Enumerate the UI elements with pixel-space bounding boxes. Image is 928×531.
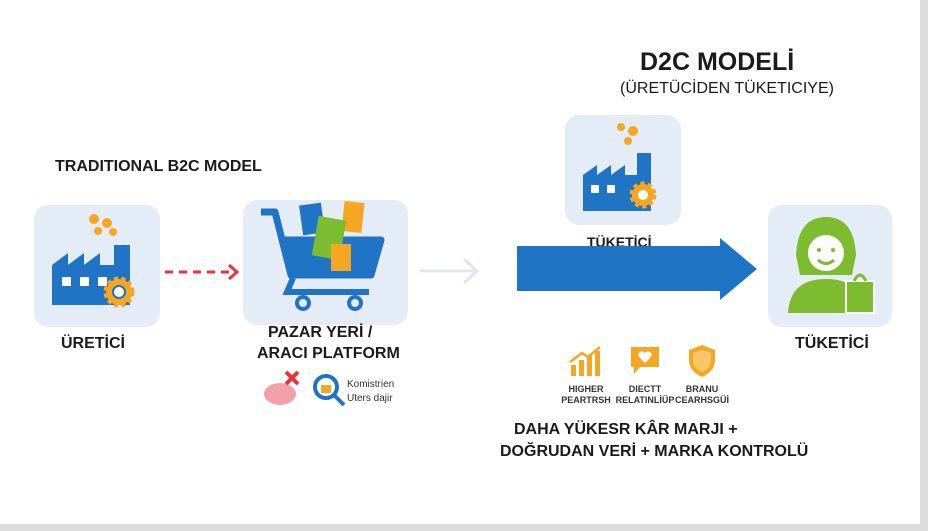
shopping-bag-icon — [845, 280, 875, 314]
factory-icon — [583, 123, 657, 211]
infographic: TRADITIONAL B2C MODEL ÜRETİCİ PAZAR YERİ… — [0, 0, 920, 524]
consumer-label: TÜKETİCİ — [795, 335, 869, 352]
direct-arrow — [517, 238, 757, 300]
heart-chat-icon — [631, 347, 659, 374]
growth-chart-icon — [569, 346, 601, 376]
faint-arrow — [420, 257, 480, 285]
traditional-title: TRADITIONAL B2C MODEL — [55, 158, 262, 175]
consumer-person-icon — [788, 217, 875, 314]
factory-icon — [52, 214, 135, 308]
marketplace-label-2: ARACI PLATFORM — [257, 345, 400, 362]
shopping-cart-icon — [261, 201, 385, 311]
magnifier-lock-icon — [313, 374, 339, 400]
summary-line-2: DOĞRUDAN VERİ + MARKA KONTROLÜ — [500, 443, 809, 460]
dashed-arrow — [165, 263, 240, 281]
producer-box — [34, 205, 160, 327]
piggy-bank-icon — [264, 383, 296, 405]
note-line-2: Uters dajir — [347, 393, 393, 404]
producer-label: ÜRETİCİ — [61, 335, 125, 352]
d2c-title: D2C MODELİ — [640, 48, 795, 76]
x-icon — [284, 370, 300, 386]
shield-icon — [689, 345, 715, 377]
marketplace-label-1: PAZAR YERİ / — [268, 324, 373, 341]
consumer-box — [768, 205, 892, 327]
note-line-1: Komistrien — [347, 379, 395, 390]
summary-line-1: DAHA YÜKESR KÂR MARJI + — [514, 421, 738, 438]
d2c-subtitle: (ÜRETÜCİDEN TÜKETICIYE) — [620, 80, 834, 97]
marketplace-box — [243, 200, 408, 325]
d2c-factory-box — [565, 115, 681, 225]
commission-icons — [264, 370, 346, 407]
